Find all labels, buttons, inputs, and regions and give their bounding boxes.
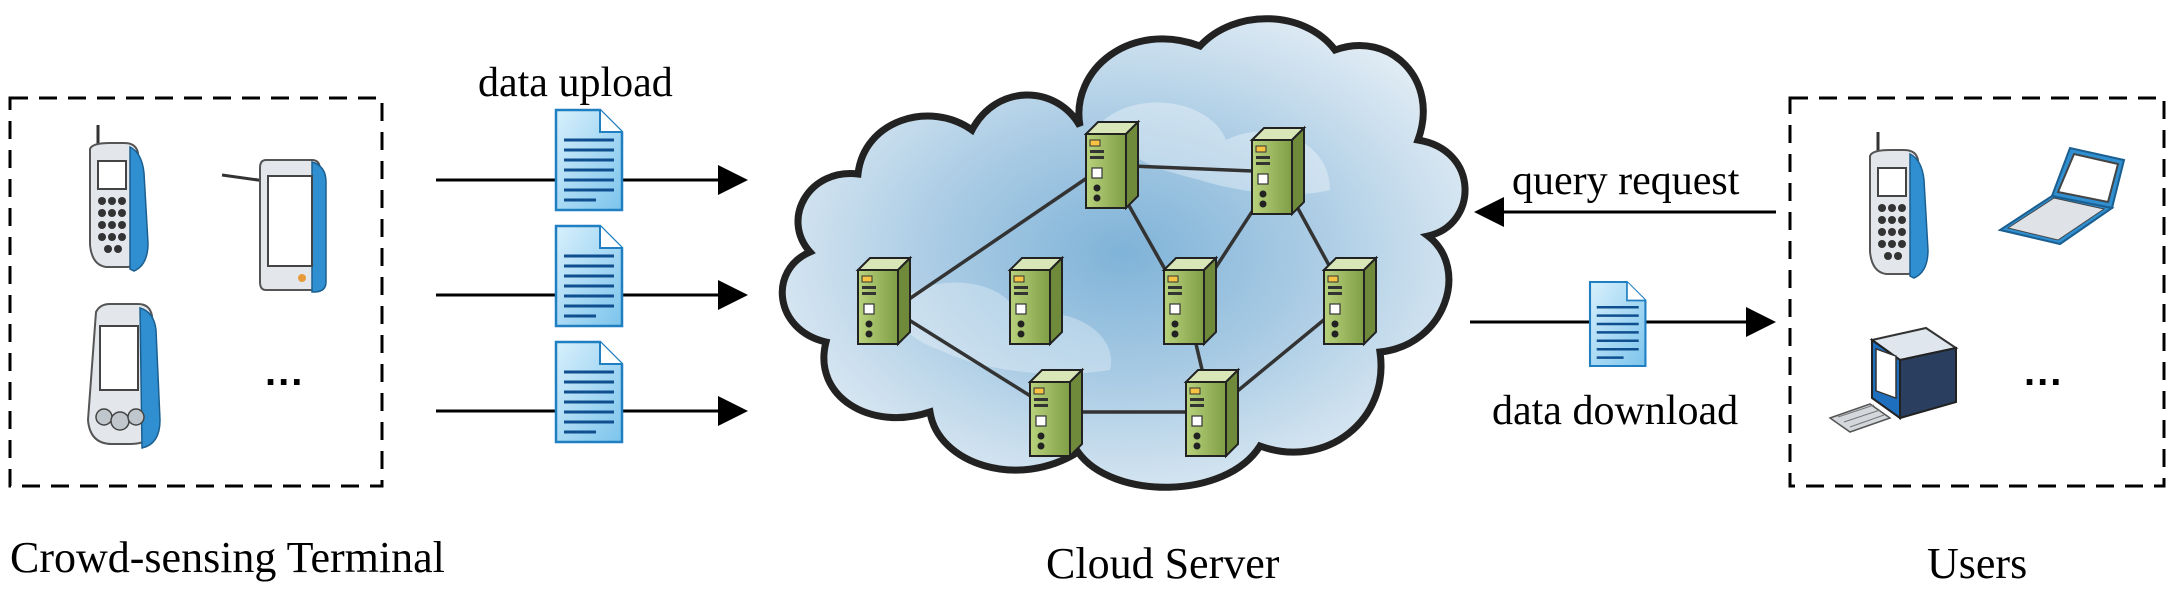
query-request-label: query request [1512, 158, 1740, 204]
server-icon [1185, 369, 1239, 457]
network-link [892, 163, 1107, 312]
data-upload-label: data upload [478, 60, 673, 106]
handheld-device-icon [86, 303, 161, 449]
crowd-sensing-terminal-label: Crowd-sensing Terminal [10, 533, 445, 582]
more-users-ellipsis: ... [2024, 350, 2064, 394]
terminal-group-box [8, 96, 384, 488]
document-icon [554, 340, 624, 444]
document-icon [554, 224, 624, 328]
cloud-shape [778, 15, 1469, 491]
server-icon [857, 257, 911, 345]
server-icon [1251, 127, 1305, 215]
document-icon [1588, 280, 1647, 368]
mobile-phone-icon [1868, 130, 1930, 280]
document-icon [554, 108, 624, 212]
cloud-server-label: Cloud Server [1046, 539, 1280, 588]
network-link [892, 308, 1057, 414]
more-terminals-ellipsis: ... [265, 350, 305, 394]
users-group-box [1788, 96, 2166, 488]
users-label: Users [1927, 539, 2028, 588]
server-icon [1009, 257, 1063, 345]
data-download-label: data download [1492, 388, 1739, 434]
server-icon [1085, 121, 1139, 209]
pda-stylus-icon [221, 159, 327, 293]
laptop-icon [1997, 146, 2126, 246]
server-icon [1029, 369, 1083, 457]
server-icon [1163, 257, 1217, 345]
desktop-computer-icon [1828, 326, 1959, 433]
server-icon [1323, 257, 1377, 345]
mobile-phone-icon [88, 123, 150, 273]
